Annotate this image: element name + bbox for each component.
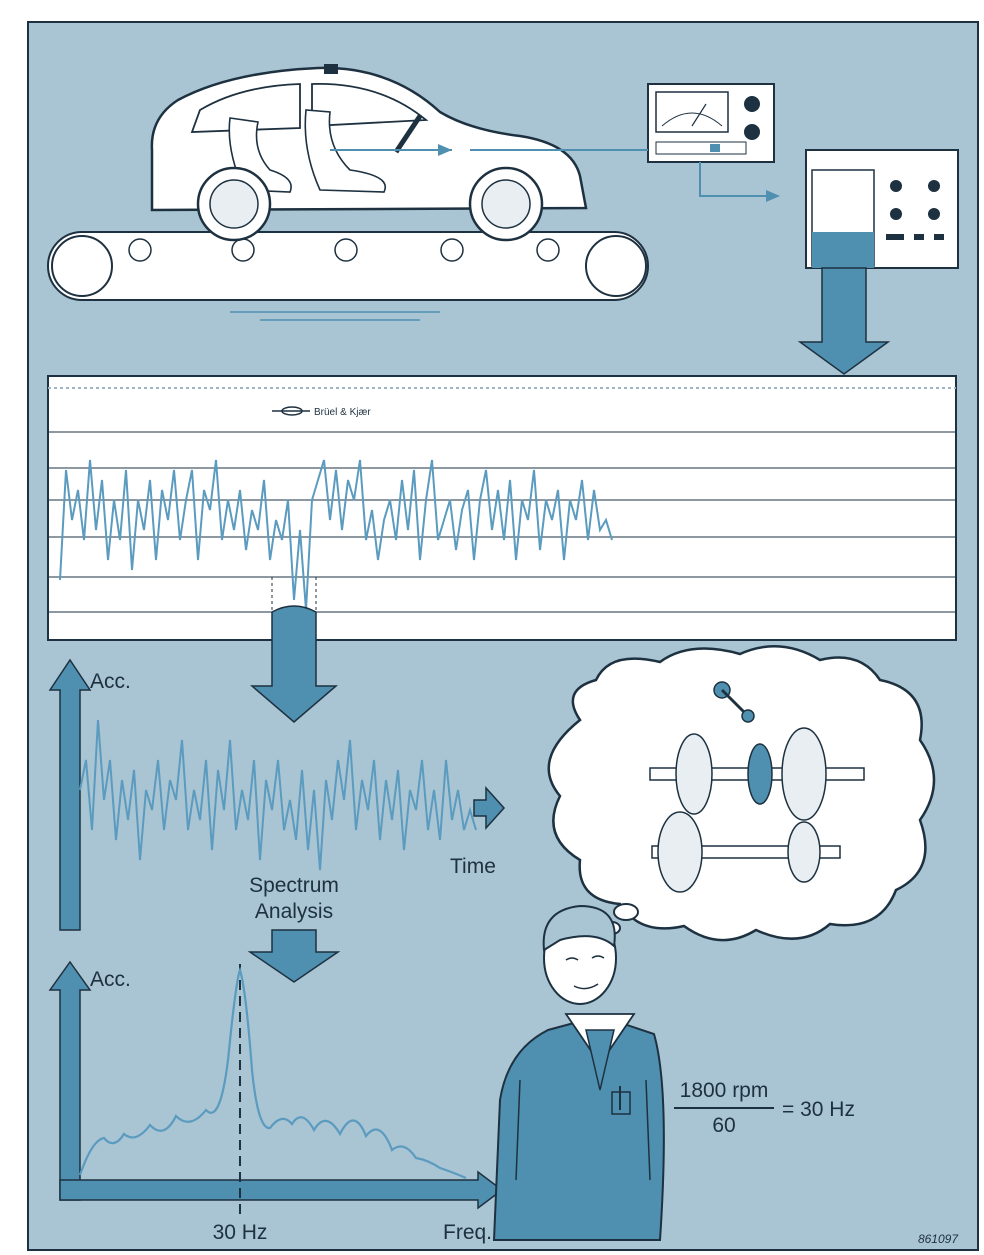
- spectrum-analysis-line2: Analysis: [255, 900, 333, 923]
- level-recorder-icon: [806, 150, 958, 268]
- gearbox-thought-bubble-icon: [549, 646, 934, 940]
- peak-frequency-label: 30 Hz: [213, 1221, 268, 1244]
- formula-result: = 30 Hz: [782, 1098, 855, 1121]
- measuring-amplifier-icon: [648, 84, 774, 162]
- formula-denominator: 60: [712, 1114, 735, 1137]
- freq-plot-x-label: Freq.: [443, 1221, 492, 1244]
- freq-plot-y-label: Acc.: [90, 968, 131, 991]
- time-plot-y-label: Acc.: [90, 670, 131, 693]
- recorder-brand-label: Brüel & Kjær: [314, 407, 371, 418]
- figure-number: 861097: [918, 1232, 959, 1246]
- time-plot-x-label: Time: [450, 855, 496, 878]
- formula-numerator: 1800 rpm: [680, 1079, 769, 1102]
- spectrum-analysis-line1: Spectrum: [249, 874, 339, 897]
- recorder-paper-strip: Brüel & Kjær: [48, 376, 956, 640]
